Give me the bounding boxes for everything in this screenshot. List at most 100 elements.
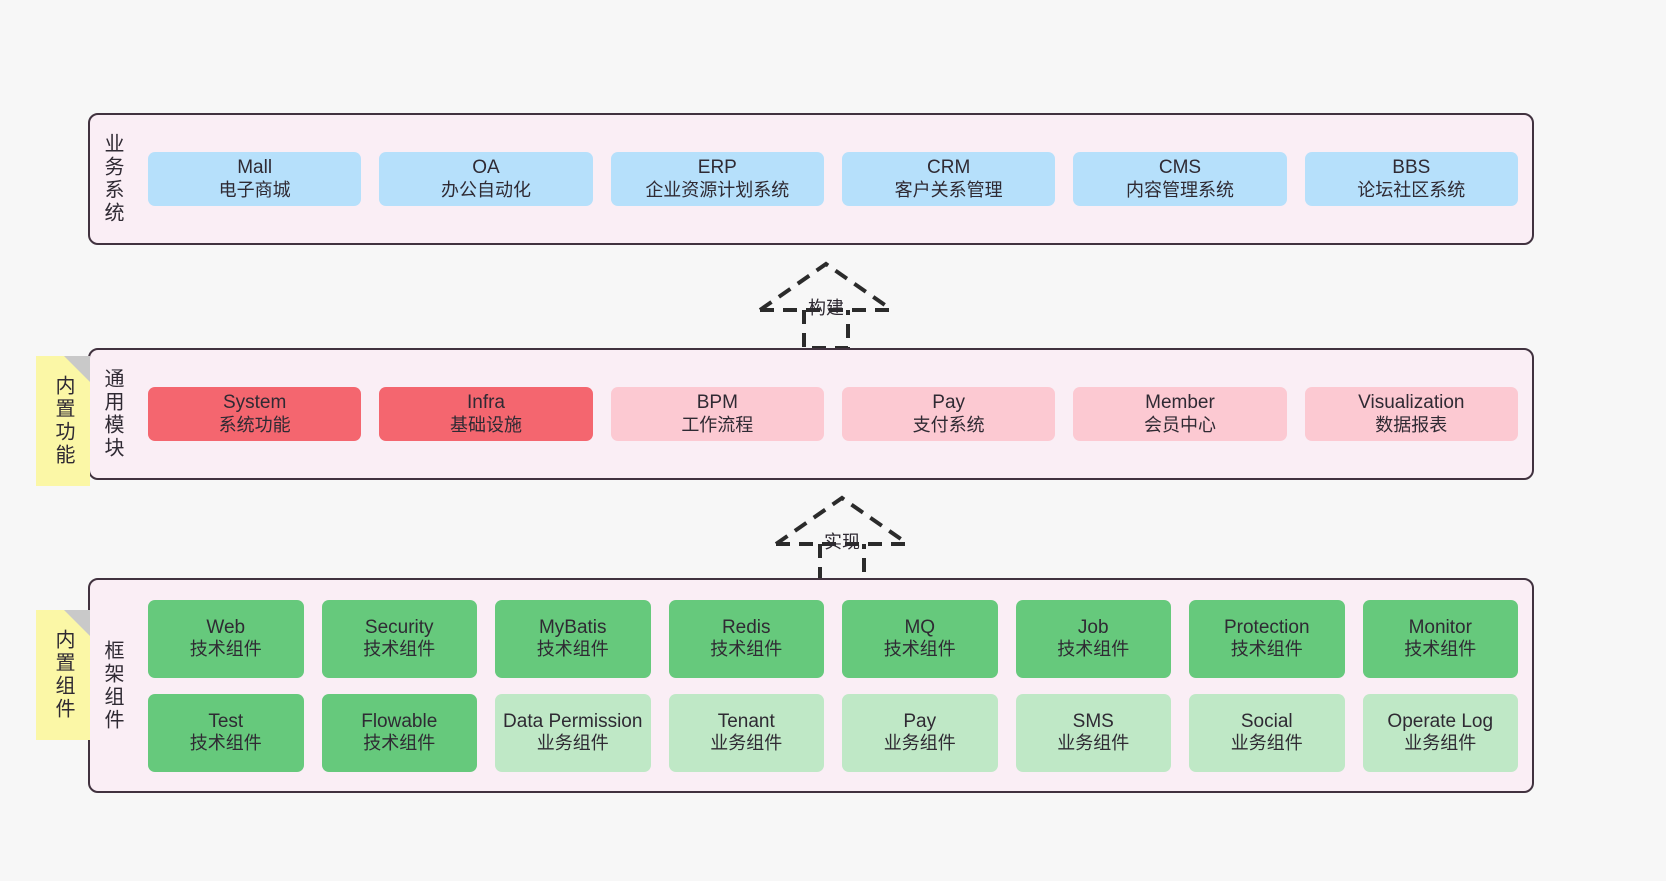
card-title: Operate Log [1387, 710, 1494, 732]
card-subtitle: 业务组件 [536, 733, 609, 754]
card-flowable[interactable]: Flowable 技术组件 [321, 693, 477, 772]
card-mall[interactable]: Mall 电子商城 [148, 152, 362, 206]
card-pay-component[interactable]: Pay 业务组件 [842, 693, 998, 772]
card-pay[interactable]: Pay 支付系统 [841, 387, 1056, 441]
card-subtitle: 电子商城 [218, 179, 291, 200]
card-row: Web 技术组件 Security 技术组件 MyBatis 技术组件 Redi… [148, 599, 1518, 678]
card-crm[interactable]: CRM 客户关系管理 [841, 152, 1056, 206]
card-protection[interactable]: Protection 技术组件 [1189, 599, 1345, 678]
card-title: Flowable [361, 710, 438, 732]
card-subtitle: 技术组件 [1057, 639, 1130, 660]
card-row: Mall 电子商城 OA 办公自动化 ERP 企业资源计划系统 CRM 客户关系… [148, 152, 1518, 206]
card-title: Web [206, 616, 246, 638]
card-title: Pay [932, 392, 966, 414]
card-subtitle: 技术组件 [883, 639, 956, 660]
card-subtitle: 企业资源计划系统 [645, 179, 790, 200]
card-web[interactable]: Web 技术组件 [148, 599, 304, 678]
card-subtitle: 支付系统 [912, 414, 985, 435]
layer-common-modules: 通用模块 System 系统功能 Infra 基础设施 BPM 工作流程 Pay… [88, 348, 1534, 480]
card-mybatis[interactable]: MyBatis 技术组件 [495, 599, 651, 678]
card-title: OA [472, 157, 500, 179]
card-bpm[interactable]: BPM 工作流程 [610, 387, 824, 441]
card-bbs[interactable]: BBS 论坛社区系统 [1304, 152, 1518, 206]
sticky-note-builtin-features: 内置功能 [36, 356, 90, 486]
card-social[interactable]: Social 业务组件 [1189, 693, 1345, 772]
card-row: System 系统功能 Infra 基础设施 BPM 工作流程 Pay 支付系统… [148, 387, 1518, 441]
card-subtitle: 技术组件 [536, 639, 609, 660]
card-redis[interactable]: Redis 技术组件 [668, 599, 824, 678]
card-subtitle: 客户关系管理 [894, 179, 1003, 200]
card-infra[interactable]: Infra 基础设施 [379, 387, 593, 441]
card-data-permission[interactable]: Data Permission 业务组件 [495, 693, 651, 772]
layer-title-framework-components: 框架组件 [101, 639, 123, 732]
card-sms[interactable]: SMS 业务组件 [1015, 693, 1171, 772]
connector-label-build: 构建 [808, 298, 844, 318]
card-test[interactable]: Test 技术组件 [148, 693, 304, 772]
card-subtitle: 技术组件 [1404, 639, 1477, 660]
card-title: Social [1240, 710, 1293, 732]
card-mq[interactable]: MQ 技术组件 [842, 599, 998, 678]
card-monitor[interactable]: Monitor 技术组件 [1362, 599, 1518, 678]
sticky-note-label: 内置功能 [52, 375, 74, 467]
card-security[interactable]: Security 技术组件 [321, 599, 477, 678]
card-title: Redis [721, 616, 771, 638]
card-title: Test [208, 710, 244, 732]
card-subtitle: 业务组件 [1230, 733, 1303, 754]
card-subtitle: 技术组件 [1230, 639, 1303, 660]
layer-title-business-systems: 业务系统 [101, 133, 123, 225]
card-subtitle: 技术组件 [189, 733, 262, 754]
card-title: SMS [1072, 710, 1114, 732]
card-subtitle: 业务组件 [1057, 733, 1130, 754]
card-title: Tenant [717, 710, 775, 732]
layer-framework-components: 框架组件 Web 技术组件 Security 技术组件 MyBatis 技术组件… [88, 578, 1534, 793]
card-subtitle: 内容管理系统 [1125, 179, 1234, 200]
card-subtitle: 会员中心 [1143, 414, 1216, 435]
card-subtitle: 业务组件 [710, 733, 783, 754]
card-system[interactable]: System 系统功能 [148, 387, 362, 441]
card-subtitle: 工作流程 [681, 414, 754, 435]
card-title: BBS [1392, 157, 1431, 179]
card-title: Member [1145, 392, 1215, 414]
card-title: Pay [903, 710, 937, 732]
card-subtitle: 数据报表 [1375, 414, 1448, 435]
card-subtitle: 办公自动化 [440, 179, 531, 200]
card-title: System [222, 392, 287, 414]
card-subtitle: 论坛社区系统 [1357, 179, 1466, 200]
card-title: Job [1077, 616, 1109, 638]
layer-body-framework-components: Web 技术组件 Security 技术组件 MyBatis 技术组件 Redi… [134, 580, 1532, 791]
card-title: CRM [927, 157, 971, 179]
card-job[interactable]: Job 技术组件 [1015, 599, 1171, 678]
connector-label-implement: 实现 [824, 532, 860, 552]
layer-title-common-modules: 通用模块 [101, 368, 123, 460]
card-title: BPM [696, 392, 738, 414]
card-visualization[interactable]: Visualization 数据报表 [1304, 387, 1518, 441]
card-title: MQ [904, 616, 936, 638]
card-subtitle: 技术组件 [710, 639, 783, 660]
connector-generalization-build: 构建 [752, 258, 912, 350]
card-subtitle: 技术组件 [363, 639, 436, 660]
card-cms[interactable]: CMS 内容管理系统 [1073, 152, 1287, 206]
card-subtitle: 基础设施 [449, 414, 522, 435]
card-operate-log[interactable]: Operate Log 业务组件 [1362, 693, 1518, 772]
card-title: Protection [1223, 616, 1310, 638]
card-erp[interactable]: ERP 企业资源计划系统 [610, 152, 824, 206]
sticky-note-builtin-components: 内置组件 [36, 610, 90, 740]
card-subtitle: 业务组件 [883, 733, 956, 754]
connector-generalization-implement: 实现 [768, 492, 928, 584]
card-tenant[interactable]: Tenant 业务组件 [668, 693, 824, 772]
card-title: Visualization [1358, 392, 1465, 414]
card-title: Monitor [1408, 616, 1472, 638]
card-row: Test 技术组件 Flowable 技术组件 Data Permission … [148, 693, 1518, 772]
layer-body-common-modules: System 系统功能 Infra 基础设施 BPM 工作流程 Pay 支付系统… [134, 350, 1532, 478]
card-oa[interactable]: OA 办公自动化 [379, 152, 593, 206]
sticky-note-label: 内置组件 [52, 629, 74, 721]
card-title: Mall [237, 157, 273, 179]
layer-body-business-systems: Mall 电子商城 OA 办公自动化 ERP 企业资源计划系统 CRM 客户关系… [134, 115, 1532, 243]
page-fold-icon [64, 356, 90, 382]
card-title: Security [364, 616, 434, 638]
card-subtitle: 技术组件 [363, 733, 436, 754]
card-title: Data Permission [503, 710, 643, 732]
card-member[interactable]: Member 会员中心 [1073, 387, 1287, 441]
card-subtitle: 业务组件 [1404, 733, 1477, 754]
